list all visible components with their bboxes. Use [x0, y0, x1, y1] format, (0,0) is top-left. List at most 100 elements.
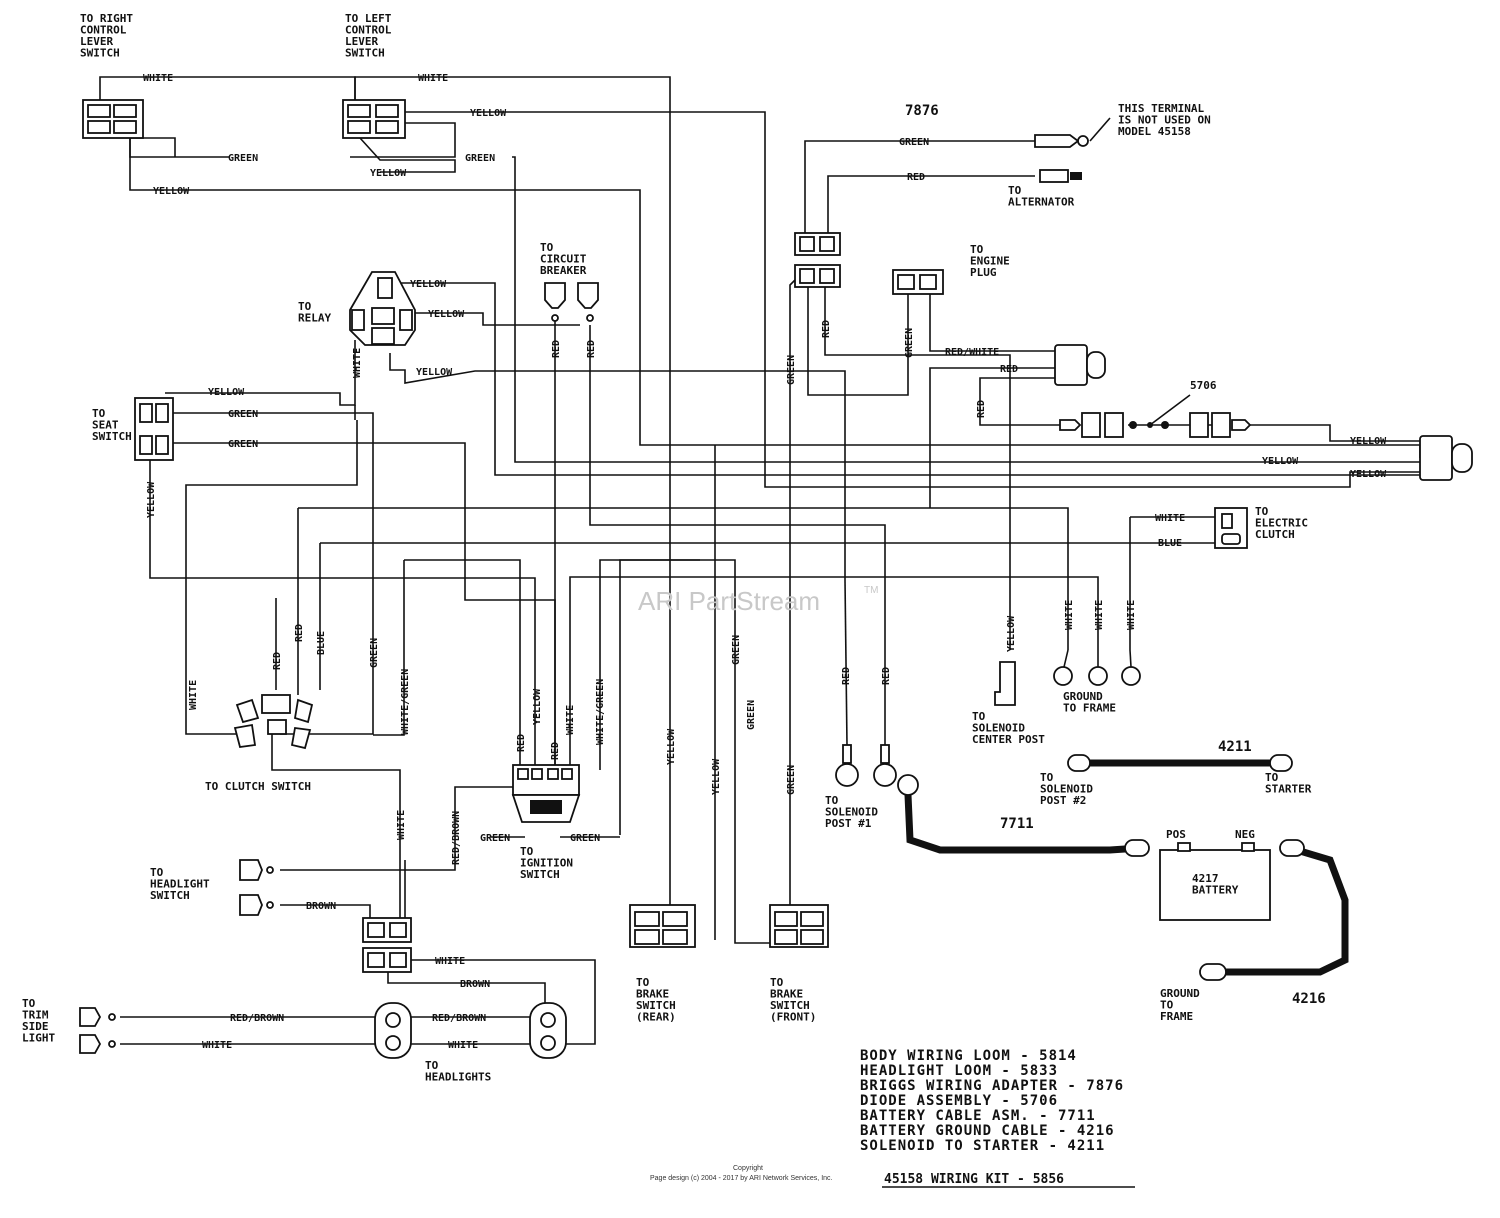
wire-label: YELLOW	[416, 367, 453, 378]
wire-label: YELLOW	[1006, 615, 1017, 652]
label-diode-number: 5706	[1190, 379, 1217, 392]
legend-item: BATTERY CABLE ASM. - 7711	[860, 1108, 1096, 1124]
wire-label: YELLOW	[153, 186, 190, 197]
copyright-line-1: Copyright	[733, 1165, 763, 1172]
label-cable-4211: 4211	[1218, 739, 1252, 755]
wire-label: GREEN	[480, 833, 510, 844]
wire-label: GREEN	[570, 833, 600, 844]
battery-cables	[904, 759, 1349, 976]
copyright-line-2: Page design (c) 2004 - 2017 by ARI Netwo…	[650, 1175, 833, 1182]
wire-label: YELLOW	[1350, 436, 1387, 447]
parts-legend: BODY WIRING LOOM - 5814 HEADLIGHT LOOM -…	[860, 1048, 1135, 1188]
legend-item: DIODE ASSEMBLY - 5706	[860, 1093, 1058, 1109]
watermark: ARI PartStream	[638, 586, 820, 616]
kit-title: 45158 WIRING KIT - 5856	[884, 1172, 1064, 1187]
wire-label: WHITE	[418, 73, 448, 84]
wire-label: RED	[272, 652, 283, 670]
wire-label: WHITE	[352, 348, 363, 378]
wire-label: WHITE	[202, 1040, 232, 1051]
label-adapter-number: 7876	[905, 103, 939, 119]
wire-label: RED	[586, 340, 597, 358]
wire-label: YELLOW	[711, 758, 722, 795]
wire-label: BROWN	[306, 901, 336, 912]
wire-label: RED	[1000, 364, 1018, 375]
wire-label: RED/BROWN	[230, 1013, 284, 1024]
wire-label: BROWN	[460, 979, 490, 990]
wire-label: GREEN	[731, 635, 742, 665]
wire-label: GREEN	[228, 439, 258, 450]
wire-label: YELLOW	[666, 728, 677, 765]
label-clutch-switch: TO CLUTCH SWITCH	[205, 780, 311, 793]
legend-item: BRIGGS WIRING ADAPTER - 7876	[860, 1078, 1124, 1094]
wire-label: RED	[976, 400, 987, 418]
clutch-switch-connector	[233, 694, 314, 750]
label-battery-neg: NEG	[1235, 828, 1255, 841]
wire-label: YELLOW	[208, 387, 245, 398]
wire-label: WHITE	[565, 705, 576, 735]
label-battery-pos: POS	[1166, 828, 1186, 841]
wire-label: YELLOW	[532, 688, 543, 725]
wire-label: GREEN	[746, 700, 757, 730]
ignition-switch-connector	[511, 764, 581, 823]
trademark: TM	[864, 585, 878, 596]
wire-label: RED	[550, 742, 561, 760]
wire-label: WHITE/GREEN	[595, 679, 606, 745]
wire-label: GREEN	[369, 638, 380, 668]
wire-label: YELLOW	[1350, 469, 1387, 480]
wire-label: WHITE	[435, 956, 465, 967]
diode-assembly	[1059, 412, 1252, 438]
wire-label: RED/BROWN	[432, 1013, 486, 1024]
label-cable-4216: 4216	[1292, 991, 1326, 1007]
wire-label: GREEN	[786, 765, 797, 795]
wire-label: RED	[551, 340, 562, 358]
wire-label: BLUE	[1158, 538, 1182, 549]
wire-label: WHITE	[1126, 600, 1137, 630]
legend-item: BODY WIRING LOOM - 5814	[860, 1048, 1077, 1064]
wire-label: YELLOW	[146, 481, 157, 518]
wire-label: WHITE	[143, 73, 173, 84]
wire-label: YELLOW	[410, 279, 447, 290]
legend-item: SOLENOID TO STARTER - 4211	[860, 1138, 1105, 1154]
wires	[99, 76, 1421, 1045]
wire-label: GREEN	[904, 328, 915, 358]
legend-item: BATTERY GROUND CABLE - 4216	[860, 1123, 1115, 1139]
wire-label: BLUE	[316, 631, 327, 655]
wire-label: WHITE	[396, 810, 407, 840]
wire-label: GREEN	[228, 409, 258, 420]
wire-label: WHITE	[1064, 600, 1075, 630]
wire-label: GREEN	[899, 137, 929, 148]
wire-label: YELLOW	[470, 108, 507, 119]
wire-label: YELLOW	[428, 309, 465, 320]
connectors	[79, 99, 1473, 1059]
wire-label: GREEN	[228, 153, 258, 164]
wire-label: RED	[841, 667, 852, 685]
wire-label: GREEN	[786, 355, 797, 385]
legend-item: HEADLIGHT LOOM - 5833	[860, 1063, 1058, 1079]
wire-label: WHITE	[448, 1040, 478, 1051]
wire-color-labels: WHITE WHITE YELLOW GREEN GREEN YELLOW YE…	[143, 73, 1387, 1051]
wire-label: WHITE/GREEN	[400, 669, 411, 735]
